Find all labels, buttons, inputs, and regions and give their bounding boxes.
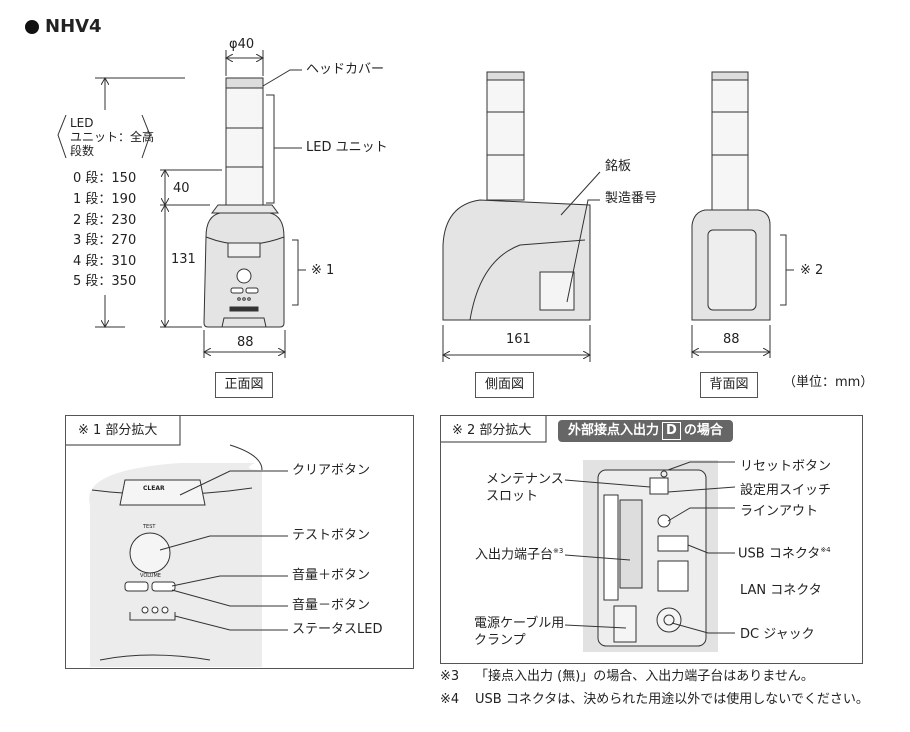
height-header-stages: 段数 — [70, 144, 95, 158]
front-view-label: 正面図 — [215, 372, 273, 398]
usb-note: ※4 — [820, 546, 831, 554]
front-width: 88 — [237, 335, 254, 350]
clear-button-text: CLEAR — [143, 485, 165, 492]
note2-marker: ※ 2 — [800, 263, 824, 278]
dc-jack-label: DC ジャック — [740, 627, 815, 642]
height-header-unit: ユニット：全高 — [70, 130, 155, 144]
page-title: NHV4 — [45, 16, 102, 37]
volume-up-label: 音量＋ボタン — [292, 568, 371, 583]
rear-view-label: 背面図 — [700, 372, 758, 398]
height-row: 1 段：190 — [73, 192, 137, 207]
test-button-text: TEST — [143, 524, 156, 530]
lan-connector-label: LAN コネクタ — [740, 583, 822, 598]
height-header-led: LED — [70, 116, 94, 130]
note4-text: USB コネクタは、決められた用途以外では使用しないでください。 — [475, 692, 869, 707]
diameter-label: φ40 — [229, 37, 255, 52]
clamp-label-2: クランプ — [474, 633, 526, 648]
io-type-pre: 外部接点入出力 — [568, 423, 660, 438]
height-row: 4 段：310 — [73, 254, 137, 269]
note1-marker: ※ 1 — [311, 263, 335, 278]
detail1-drawing — [66, 416, 288, 667]
line-out-label: ラインアウト — [740, 504, 819, 519]
terminal-block-label: 入出力端子台※3 — [475, 547, 564, 563]
height-row: 0 段：150 — [73, 171, 137, 186]
io-type-post: の場合 — [683, 423, 723, 438]
head-cover-label: ヘッドカバー — [306, 62, 385, 77]
rear-view-drawing — [692, 71, 794, 358]
detail2-frame — [440, 415, 863, 664]
detail1-header: ※ 1 部分拡大 — [78, 423, 158, 438]
usb-connector-label: USB コネクタ※4 — [738, 546, 831, 562]
status-led-label: ステータスLED — [292, 622, 383, 637]
dim-40: 40 — [173, 181, 190, 196]
side-view-drawing — [443, 71, 601, 362]
maintenance-slot-label-2: スロット — [486, 489, 539, 504]
usb-connector-text: USB コネクタ — [738, 546, 821, 562]
volume-down-label: 音量－ボタン — [292, 598, 371, 613]
serial-label: 製造番号 — [605, 191, 658, 206]
io-type-mark: D — [662, 422, 681, 440]
unit-label: （単位：mm） — [783, 375, 874, 390]
terminal-block-text: 入出力端子台 — [475, 547, 554, 563]
note3-mark: ※3 — [440, 669, 460, 684]
nameplate-label: 銘板 — [605, 159, 632, 174]
maintenance-slot-label-1: メンテナンス — [486, 472, 564, 487]
clear-button-label: クリアボタン — [292, 463, 371, 478]
note4-mark: ※4 — [440, 692, 460, 707]
detail2-drawing — [441, 416, 736, 652]
side-view-label: 側面図 — [475, 372, 534, 398]
detail2-header: ※ 2 部分拡大 — [452, 423, 532, 438]
height-row: 5 段：350 — [73, 274, 137, 289]
height-row: 2 段：230 — [73, 213, 137, 228]
reset-button-label: リセットボタン — [740, 459, 832, 474]
front-view-drawing — [57, 50, 306, 358]
height-row: 3 段：270 — [73, 233, 137, 248]
note3-text: 「接点入出力 (無)」の場合、入出力端子台はありません。 — [475, 669, 814, 684]
title-bullet-icon — [25, 20, 39, 34]
detail1-frame — [65, 415, 414, 669]
side-width: 161 — [506, 332, 531, 347]
dim-131: 131 — [171, 252, 196, 267]
volume-text: VOLUME — [140, 573, 161, 579]
rear-width: 88 — [723, 332, 740, 347]
led-unit-label: LED ユニット — [306, 140, 388, 155]
terminal-note: ※3 — [553, 547, 564, 555]
setting-switch-label: 設定用スイッチ — [740, 483, 832, 498]
test-button-label: テストボタン — [292, 528, 371, 543]
clamp-label-1: 電源ケーブル用 — [474, 616, 565, 631]
